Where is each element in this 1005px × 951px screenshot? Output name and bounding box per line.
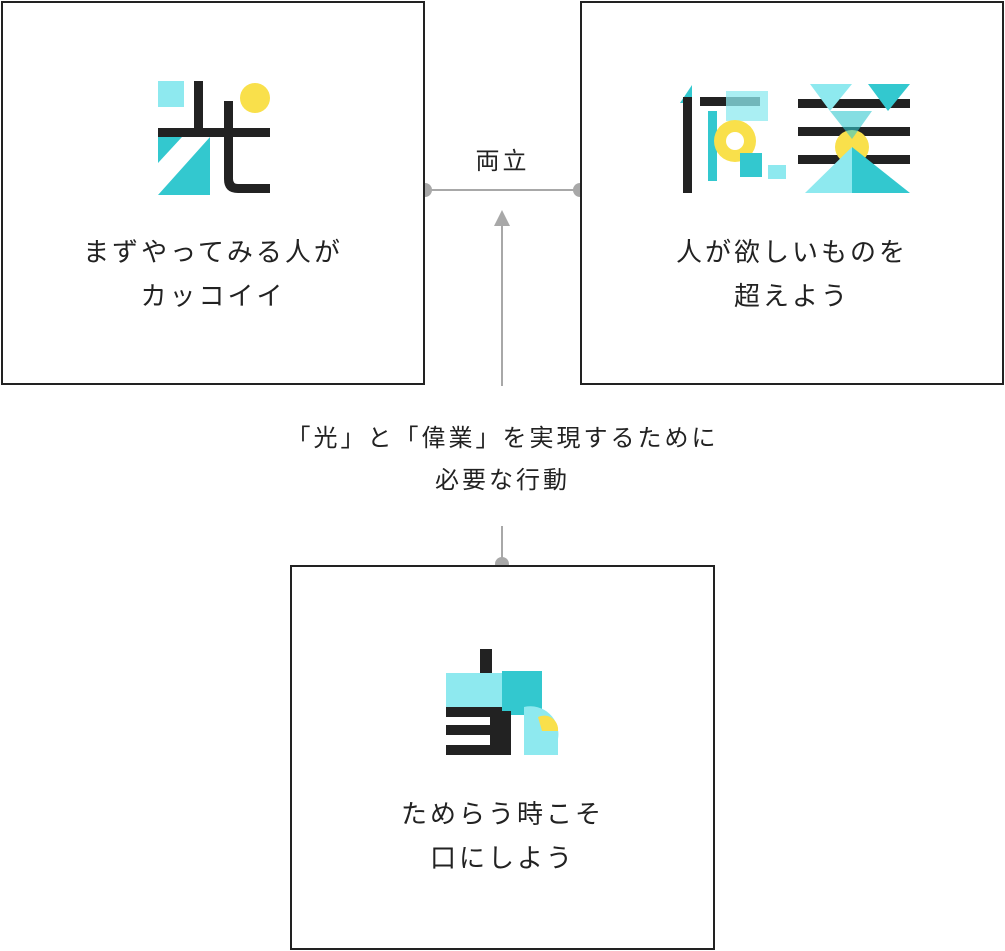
- arrow-head-icon: [494, 210, 510, 226]
- action-label-line-2: 必要な行動: [435, 466, 570, 494]
- hikari-caption: まずやってみる人が カッコイイ: [3, 231, 423, 319]
- ryouritsu-label: 両立: [475, 147, 530, 175]
- igyou-caption: 人が欲しいものを 超えよう: [582, 231, 1002, 319]
- igyou-box: 人が欲しいものを 超えよう: [580, 1, 1004, 385]
- action-label: 「光」と「偉業」を実現するために 必要な行動: [230, 417, 775, 501]
- action-label-line-1: 「光」と「偉業」を実現するために: [286, 424, 719, 452]
- hikari-caption-line-2: カッコイイ: [140, 282, 286, 312]
- kou-box: ためらう時こそ 口にしよう: [290, 565, 715, 950]
- hikari-kanji-logo-icon: [158, 81, 270, 195]
- kou-caption: ためらう時こそ 口にしよう: [292, 793, 713, 881]
- igyou-kanji-logo-icon: [680, 84, 910, 193]
- hikari-caption-line-1: まずやってみる人が: [83, 238, 343, 268]
- hikari-box: まずやってみる人が カッコイイ: [1, 1, 425, 385]
- kou-caption-line-2: 口にしよう: [429, 844, 575, 874]
- igyou-caption-line-2: 超えよう: [733, 282, 850, 312]
- igyou-caption-line-1: 人が欲しいものを: [675, 238, 908, 268]
- kou-caption-line-1: ためらう時こそ: [400, 800, 604, 830]
- kou-kanji-logo-icon: [446, 649, 559, 755]
